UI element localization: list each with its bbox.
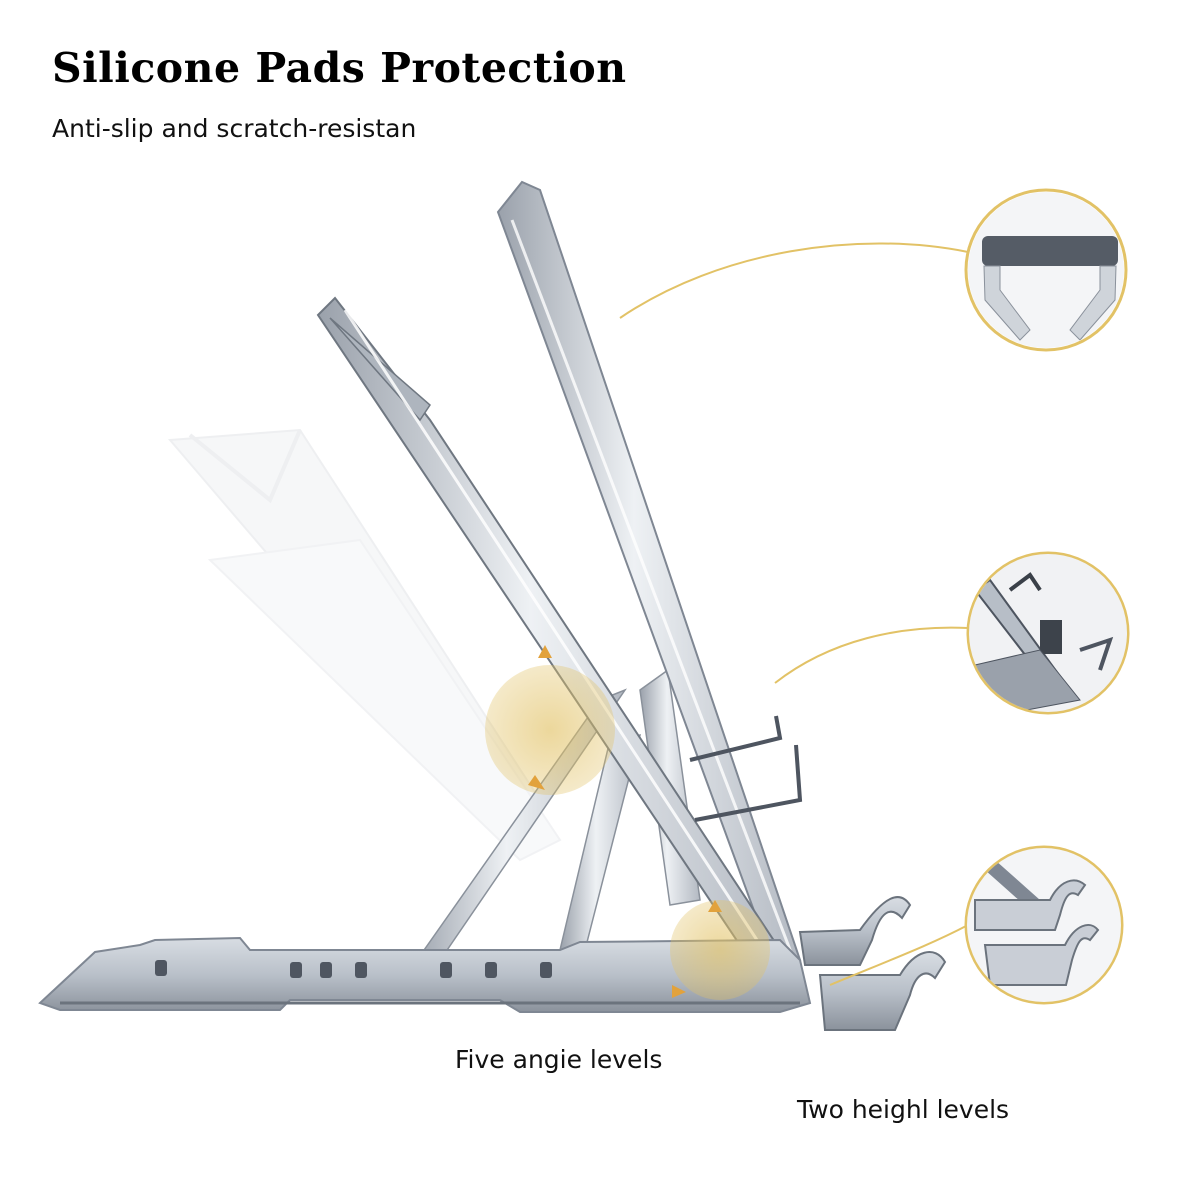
hook-detail-icon xyxy=(964,845,1124,1005)
page-subtitle: Anti-slip and scratch-resistan xyxy=(52,114,417,143)
height-levels-caption: Two heighl levels xyxy=(797,1095,1010,1124)
callout-lines xyxy=(619,242,969,986)
height-highlight xyxy=(670,900,770,1000)
base-front-hooks xyxy=(798,896,947,1031)
front-panel xyxy=(316,296,792,977)
ghost-stand-positions xyxy=(167,428,562,862)
panel-hooks xyxy=(689,715,803,822)
hinge-joint-detail-icon xyxy=(966,551,1130,715)
stand-base xyxy=(38,936,812,1013)
silicone-pad-detail-icon xyxy=(964,188,1128,352)
page-title: Silicone Pads Protection xyxy=(52,44,627,92)
angle-levels-caption: Five angie levels xyxy=(455,1045,663,1074)
angle-highlight xyxy=(485,665,615,795)
